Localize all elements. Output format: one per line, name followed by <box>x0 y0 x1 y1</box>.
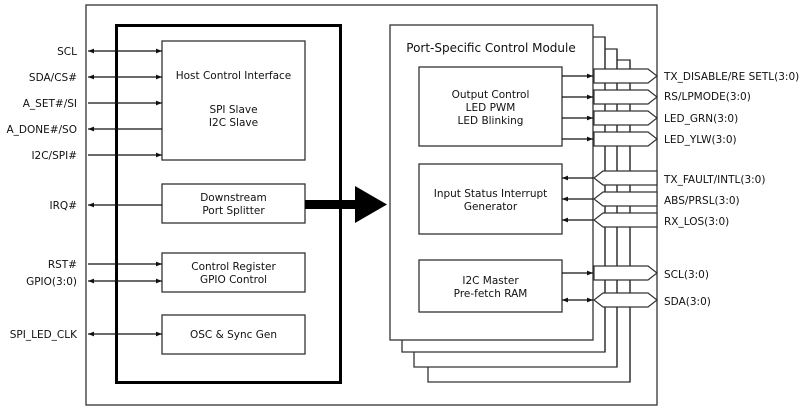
bus-shape <box>593 212 658 228</box>
signal-label: I2C/SPI# <box>31 150 77 162</box>
port-bus-labels: TX_DISABLE/RE SETL(3:0) RS/LPMODE(3:0) L… <box>663 71 799 308</box>
bus-shape <box>593 89 658 105</box>
bus-label: SDA(3:0) <box>664 296 711 308</box>
control-register-line2: GPIO Control <box>200 274 267 286</box>
splitter-to-port-arrow-icon <box>305 186 387 223</box>
bus-label: ABS/PRSL(3:0) <box>664 195 740 207</box>
signal-label: SCL <box>57 46 77 58</box>
output-control-line2: LED PWM <box>466 102 516 114</box>
host-control-line2: I2C Slave <box>209 117 258 129</box>
bus-shape <box>593 131 658 147</box>
bus-shape <box>593 292 658 308</box>
osc-line1: OSC & Sync Gen <box>190 329 277 341</box>
signal-label: SPI_LED_CLK <box>10 329 78 341</box>
bus-label: TX_DISABLE/RE SETL(3:0) <box>663 71 799 83</box>
bus-label: RX_LOS(3:0) <box>664 216 729 228</box>
i2c-master-block: I2C Master Pre-fetch RAM <box>418 259 563 313</box>
signal-label: GPIO(3:0) <box>26 276 77 288</box>
downstream-line1: Downstream <box>200 192 267 204</box>
port-module-title: Port-Specific Control Module <box>406 41 575 55</box>
signal-label: IRQ# <box>50 200 77 212</box>
host-control-title: Host Control Interface <box>176 70 292 82</box>
signal-label: SDA/CS# <box>29 72 77 84</box>
bus-shape <box>593 265 658 281</box>
signal-label: RST# <box>48 259 77 271</box>
bus-label: TX_FAULT/INTL(3:0) <box>663 174 765 186</box>
osc-sync-gen-block: OSC & Sync Gen <box>161 314 306 355</box>
i2c-master-line1: I2C Master <box>462 275 519 287</box>
output-control-block: Output Control LED PWM LED Blinking <box>418 66 563 147</box>
bus-label: LED_GRN(3:0) <box>664 113 738 125</box>
output-control-line3: LED Blinking <box>458 115 524 127</box>
bus-label: LED_YLW(3:0) <box>664 134 737 146</box>
host-control-line1: SPI Slave <box>209 104 257 116</box>
control-register-block: Control Register GPIO Control <box>161 252 306 293</box>
host-signal-labels: SCL SDA/CS# A_SET#/SI A_DONE#/SO I2C/SPI… <box>6 46 78 341</box>
bus-shape <box>593 68 658 84</box>
bus-shape <box>593 170 658 186</box>
host-control-interface-block: Host Control Interface SPI Slave I2C Sla… <box>161 40 306 161</box>
stack-bus-lines <box>604 37 631 382</box>
signal-label: A_SET#/SI <box>23 98 77 110</box>
signal-label: A_DONE#/SO <box>6 124 77 136</box>
bus-label: SCL(3:0) <box>664 269 709 281</box>
downstream-port-splitter-block: Downstream Port Splitter <box>161 183 306 224</box>
input-status-interrupt-block: Input Status Interrupt Generator <box>418 163 563 235</box>
downstream-line2: Port Splitter <box>202 205 265 217</box>
port-buses <box>562 68 658 308</box>
control-register-line1: Control Register <box>191 261 276 273</box>
i2c-master-line2: Pre-fetch RAM <box>454 288 528 300</box>
output-control-line1: Output Control <box>452 89 530 101</box>
bus-shape <box>593 110 658 126</box>
bus-shape <box>593 191 658 207</box>
host-signal-wires <box>88 48 162 337</box>
input-status-line2: Generator <box>464 201 518 213</box>
input-status-line1: Input Status Interrupt <box>434 188 548 200</box>
bus-label: RS/LPMODE(3:0) <box>664 91 751 103</box>
